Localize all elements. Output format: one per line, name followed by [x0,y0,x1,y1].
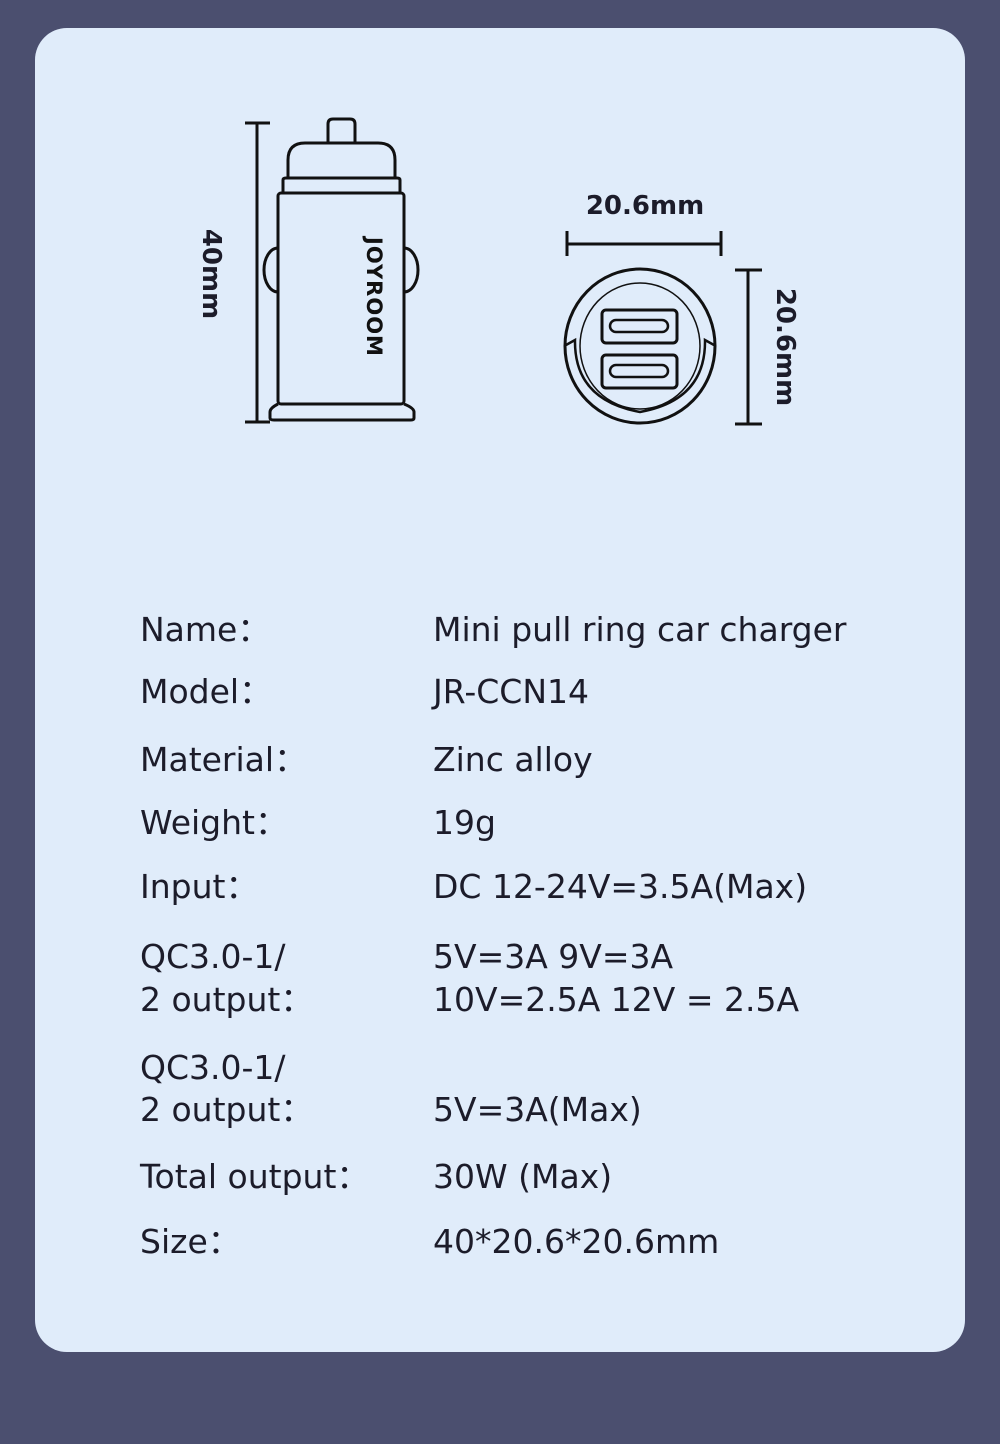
spec-label: Weight： [140,803,288,842]
spec-label: Input： [140,867,259,906]
height-dimension-line [245,121,270,424]
spec-value: 40*20.6*20.6mm [433,1222,720,1261]
spec-label: Size： [140,1222,241,1261]
depth-label: 20.6mm [770,288,800,406]
spec-value: 19g [433,803,496,842]
width-dimension-line [565,231,723,256]
spec-label: 2 output： [140,1090,314,1129]
spec-label: Name： [140,610,271,649]
spec-value: 5V=3A 9V=3A [433,937,674,976]
spec-label: Material： [140,740,308,779]
usb-port-icon [600,353,679,390]
depth-dimension-line [735,268,762,426]
spec-value: Mini pull ring car charger [433,610,847,649]
brand-logo: JOYROOM [362,235,386,357]
spec-card [35,28,965,1352]
spec-label: 2 output： [140,980,314,1019]
spec-value: 30W (Max) [433,1157,613,1196]
charger-front-view [563,267,717,425]
spec-value: JR-CCN14 [433,672,589,711]
charger-side-view [262,117,420,422]
spec-label: Model： [140,672,273,711]
spec-label: QC3.0-1/ [140,937,286,976]
spec-value: 10V=2.5A 12V = 2.5A [433,980,800,1019]
width-label: 20.6mm [586,191,704,221]
spec-value: DC 12-24V=3.5A(Max) [433,867,808,906]
spec-value: 5V=3A(Max) [433,1090,642,1129]
spec-label: QC3.0-1/ [140,1048,286,1087]
spec-value: Zinc alloy [433,740,593,779]
height-label: 40mm [196,229,226,319]
usb-port-icon [600,308,679,345]
spec-label: Total output： [140,1157,370,1196]
